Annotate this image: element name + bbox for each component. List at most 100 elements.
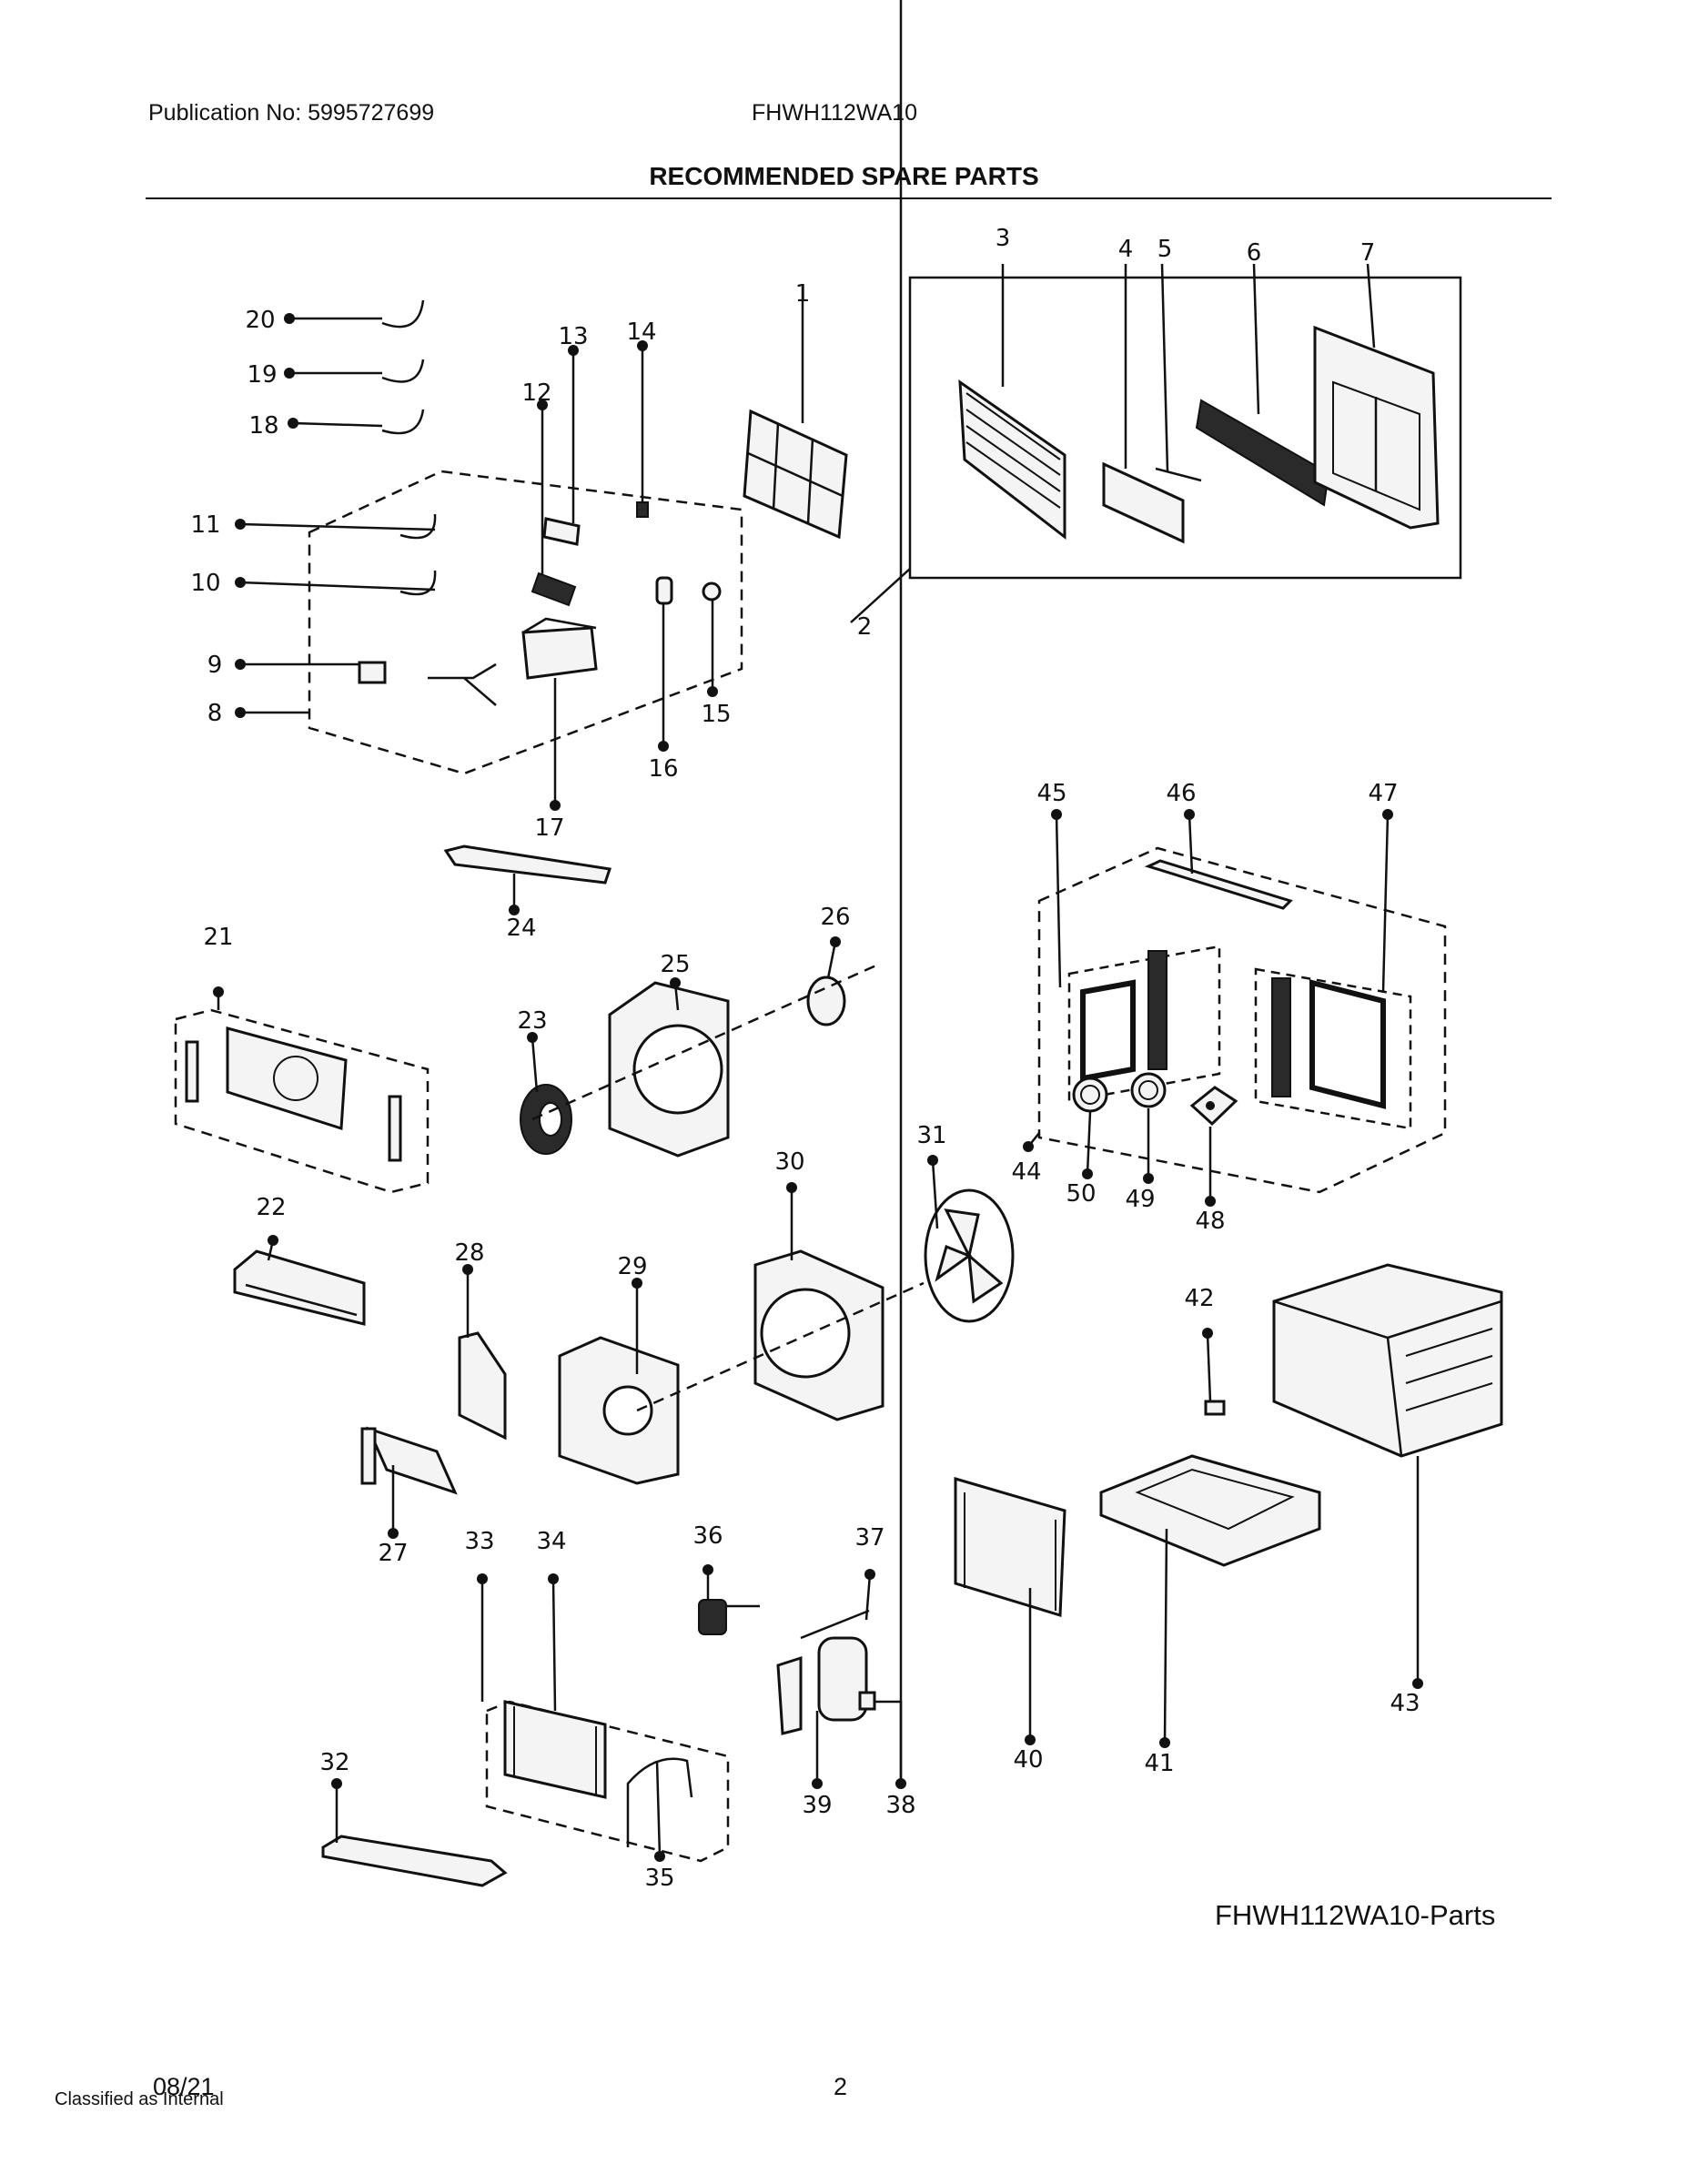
- callout-3: 3: [996, 225, 1011, 252]
- part-22-drain-pan: [233, 1249, 366, 1326]
- callout-22: 22: [256, 1194, 286, 1221]
- part-1-filter: [743, 409, 848, 540]
- callout-36: 36: [692, 1522, 723, 1550]
- part-27-partition: [360, 1426, 458, 1495]
- callout-7: 7: [1360, 239, 1376, 267]
- callout-28: 28: [454, 1239, 484, 1267]
- part-28-bracket: [458, 1331, 507, 1441]
- part-26-motor: [531, 963, 879, 1121]
- callout-9: 9: [207, 652, 223, 679]
- part-47-heater-frame-right: [1271, 977, 1386, 1109]
- callout-8: 8: [207, 700, 223, 727]
- part-24-bracket: [443, 844, 612, 885]
- part-20-wire: [381, 299, 425, 329]
- footer-date: 08/21: [153, 2073, 215, 2100]
- callout-15: 15: [701, 701, 731, 728]
- callout-13: 13: [558, 323, 588, 350]
- callout-43: 43: [1390, 1690, 1420, 1717]
- part-36-valve: [698, 1599, 760, 1635]
- callout-38: 38: [885, 1792, 915, 1819]
- callout-5: 5: [1157, 236, 1173, 263]
- callout-6: 6: [1247, 239, 1262, 267]
- front-panel-group-box: [908, 276, 1462, 580]
- callout-labels: 1 2 3 4 5 6 7 8 9 10 11 12 13 14 15 16 1…: [190, 225, 1420, 1892]
- part-18-wire: [381, 409, 425, 435]
- callout-30: 30: [774, 1148, 804, 1176]
- callout-27: 27: [378, 1540, 408, 1567]
- callout-44: 44: [1011, 1158, 1041, 1186]
- part-5-sensor: [1155, 467, 1202, 482]
- part-39-mount-bracket: [776, 1655, 803, 1735]
- heater-kit-group-box: [1037, 846, 1447, 1194]
- callout-1: 1: [795, 280, 811, 308]
- part-16-capacitor: [655, 576, 673, 605]
- callout-33: 33: [464, 1528, 494, 1555]
- model-number: FHWH112WA10: [752, 100, 917, 126]
- callout-50: 50: [1066, 1180, 1096, 1208]
- part-48-terminal-block: [1189, 1086, 1238, 1127]
- callout-18: 18: [248, 412, 278, 440]
- callout-37: 37: [854, 1524, 884, 1552]
- callout-41: 41: [1144, 1750, 1174, 1777]
- callout-12: 12: [521, 379, 551, 407]
- part-45-heater-frame-left: [1080, 950, 1167, 1082]
- part-10-wire: [399, 570, 437, 596]
- callout-29: 29: [617, 1253, 647, 1280]
- callout-40: 40: [1013, 1746, 1043, 1774]
- base-group-box: [174, 1008, 430, 1194]
- part-30-shroud: [636, 1249, 925, 1421]
- part-6-louver: [1195, 399, 1330, 507]
- callout-4: 4: [1118, 236, 1134, 263]
- part-46-heater-bar: [1144, 859, 1293, 910]
- part-42-thermostat: [1204, 1400, 1226, 1416]
- part-13-label: [542, 517, 581, 546]
- callout-23: 23: [517, 1007, 547, 1035]
- callout-25: 25: [660, 951, 690, 978]
- part-3-grille: [958, 379, 1066, 541]
- callout-49: 49: [1125, 1186, 1155, 1213]
- part-14-switch: [636, 501, 649, 518]
- part-23-blower-wheel: [520, 1084, 572, 1155]
- part-32-base-rail: [321, 1835, 508, 1887]
- part-41-base-pan: [1099, 1454, 1321, 1567]
- part-12-relay: [531, 571, 577, 607]
- part-38-overload: [858, 1691, 876, 1711]
- callout-14: 14: [626, 318, 656, 346]
- part-40-condenser-coil: [954, 1477, 1066, 1617]
- part-21-base-panel: [185, 1026, 402, 1162]
- part-49-heater-coil: [1130, 1072, 1167, 1108]
- part-7-front-panel: [1313, 325, 1440, 530]
- callout-20: 20: [245, 307, 275, 334]
- part-34-evaporator: [503, 1700, 607, 1799]
- callout-26: 26: [820, 904, 850, 931]
- callout-19: 19: [247, 361, 277, 389]
- footer-classification: Classified as Internal: [55, 2089, 224, 2109]
- callout-48: 48: [1195, 1208, 1225, 1235]
- callout-32: 32: [319, 1749, 349, 1776]
- page-title: RECOMMENDED SPARE PARTS: [649, 162, 1039, 190]
- callout-39: 39: [802, 1792, 832, 1819]
- publication-number: Publication No: 5995727699: [148, 100, 435, 126]
- callout-34: 34: [536, 1528, 566, 1555]
- callout-47: 47: [1368, 780, 1398, 807]
- callout-46: 46: [1166, 780, 1196, 807]
- part-19-wire: [381, 359, 425, 383]
- callout-17: 17: [534, 814, 564, 842]
- part-31-fan-blade: [924, 1188, 1015, 1323]
- part-43-cabinet: [1272, 1263, 1503, 1458]
- part-4-display-board: [1102, 461, 1185, 544]
- part-15-knob: [702, 581, 722, 602]
- callout-11: 11: [190, 511, 220, 539]
- callout-45: 45: [1036, 780, 1066, 807]
- title-rule: [146, 197, 1552, 199]
- leader-lines: [217, 0, 1420, 1857]
- part-50-heater-coil: [1072, 1077, 1108, 1113]
- callout-24: 24: [506, 915, 536, 942]
- heater-frame-left-box: [1067, 945, 1221, 1103]
- part-17-control-box: [521, 617, 598, 680]
- part-29-fan-bracket: [558, 1336, 680, 1485]
- callout-31: 31: [916, 1122, 946, 1149]
- callout-2: 2: [857, 613, 873, 641]
- callout-42: 42: [1184, 1285, 1214, 1312]
